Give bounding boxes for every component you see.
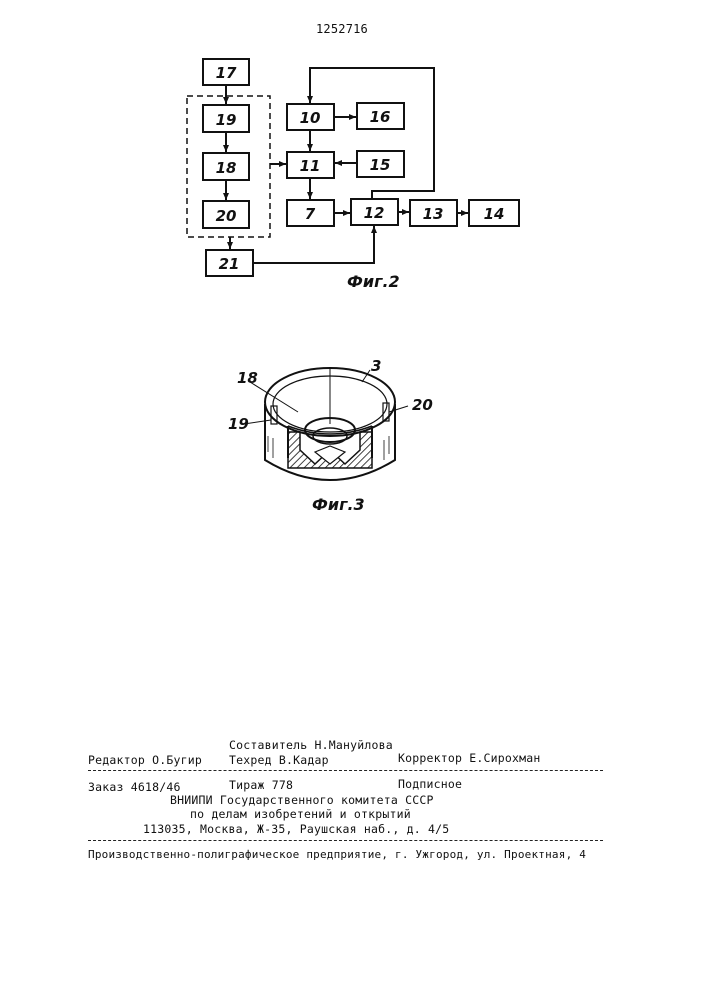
block-16-label: 16 — [370, 108, 391, 126]
label-19: 19 — [228, 415, 249, 433]
figure-3-caption: Фиг.3 — [312, 495, 365, 514]
divider-bottom — [88, 840, 603, 841]
imprint-subscription: Подписное — [398, 777, 462, 791]
block-12-label: 12 — [364, 204, 385, 222]
imprint-address: 113035, Москва, Ж-35, Раушская наб., д. … — [143, 822, 449, 836]
imprint-print-run: Тираж 778 — [229, 778, 293, 792]
block-13-label: 13 — [423, 205, 444, 223]
imprint-order: Заказ 4618/46 — [88, 780, 181, 794]
divider-top — [88, 770, 603, 771]
imprint-corrector: Корректор Е.Сирохман — [398, 751, 540, 765]
block-18-label: 18 — [216, 159, 237, 177]
arrow-21-12 — [253, 226, 374, 263]
feedback-12-10 — [310, 68, 434, 199]
block-17-label: 17 — [216, 64, 237, 82]
label-20: 20 — [412, 396, 433, 414]
label-3: 3 — [371, 357, 381, 375]
imprint-techred: Техред В.Кадар — [229, 753, 329, 767]
block-20-label: 20 — [216, 207, 237, 225]
figure-2-block-diagram: 17 19 18 20 21 10 16 11 15 7 12 13 14 Фи… — [0, 0, 707, 300]
imprint-printer: Производственно-полиграфическое предприя… — [88, 848, 586, 861]
block-7-label: 7 — [305, 205, 316, 223]
block-14-label: 14 — [484, 205, 505, 223]
block-21-label: 21 — [219, 255, 240, 273]
imprint-editor: Редактор О.Бугир — [88, 753, 202, 767]
imprint-org-line2: по делам изобретений и открытий — [190, 807, 411, 821]
imprint-composer: Составитель Н.Мануйлова — [229, 738, 393, 752]
label-18: 18 — [237, 369, 258, 387]
block-11-label: 11 — [300, 157, 321, 175]
block-10-label: 10 — [300, 109, 321, 127]
imprint-org-line1: ВНИИПИ Государственного комитета СССР — [170, 793, 434, 807]
block-15-label: 15 — [370, 156, 391, 174]
block-19-label: 19 — [216, 111, 237, 129]
figure-2-caption: Фиг.2 — [347, 272, 400, 291]
figure-3-drawing: 18 3 19 20 Фиг.3 — [0, 340, 707, 530]
